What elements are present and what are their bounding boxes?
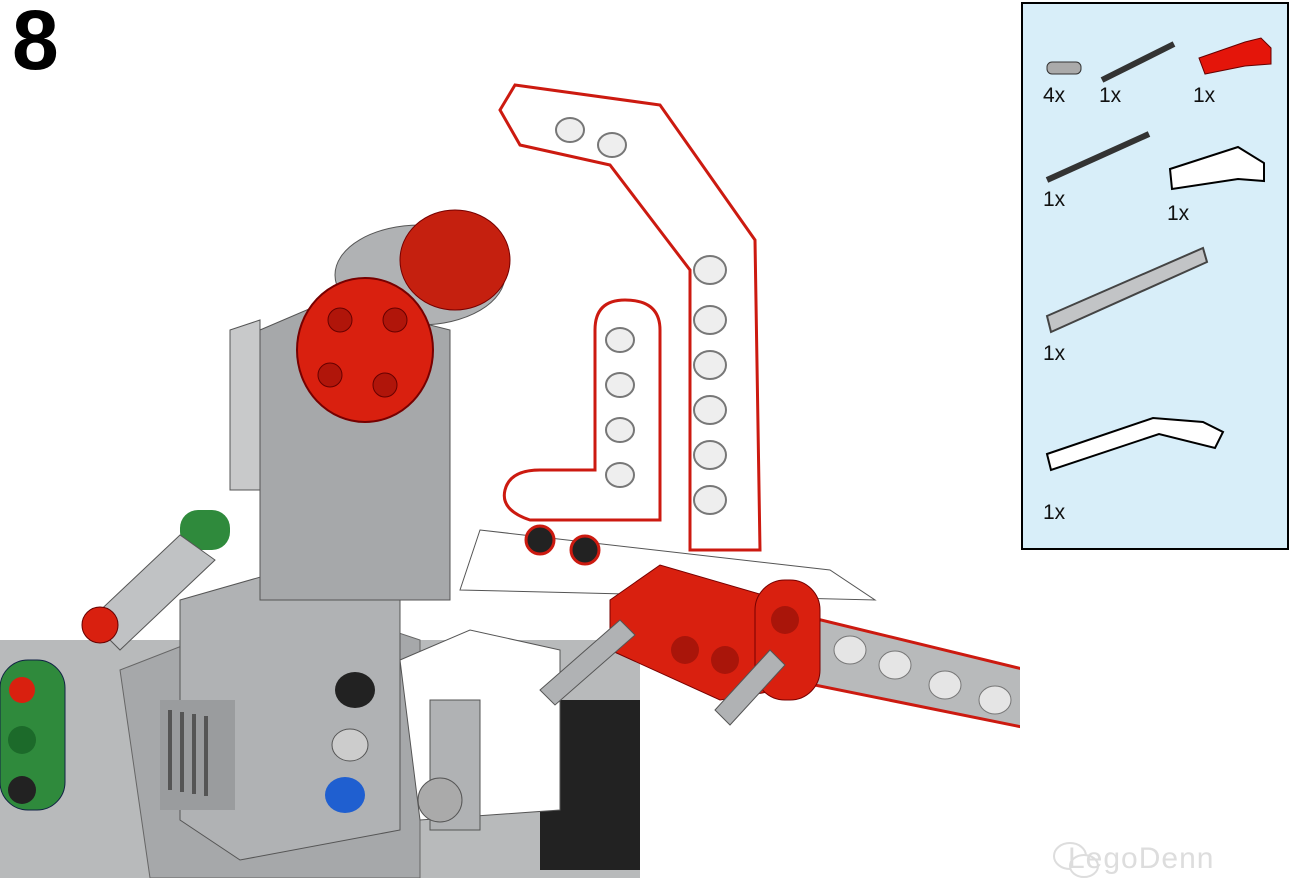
straight-beam-icon xyxy=(1045,246,1209,334)
quantity-label: 1x xyxy=(1043,501,1066,524)
watermark: LegoDenn xyxy=(1068,842,1215,875)
quantity-label: 1x xyxy=(1043,342,1066,365)
parts-list-panel: 4x 1x 1x 1x 1x 1x 1x xyxy=(1021,2,1289,550)
wechat-logo-icon xyxy=(1053,842,1099,878)
short-axle-icon xyxy=(1100,41,1176,83)
long-axle-icon xyxy=(1045,131,1151,183)
quantity-label: 4x xyxy=(1043,84,1066,107)
quantity-label: 1x xyxy=(1193,84,1216,107)
white-l-beam-icon xyxy=(1168,145,1265,191)
quantity-label: 1x xyxy=(1043,188,1066,211)
quantity-label: 1x xyxy=(1099,84,1122,107)
angled-beam-icon xyxy=(1045,416,1225,472)
white-l-beam xyxy=(498,83,762,552)
step-number: 8 xyxy=(12,0,59,87)
white-angled-beam xyxy=(502,298,662,522)
gray-beam xyxy=(459,524,1020,729)
red-connector xyxy=(539,564,821,726)
axle-pin-icon xyxy=(1046,61,1082,75)
model-base xyxy=(0,559,640,878)
motor xyxy=(229,209,511,601)
assembly-illustration xyxy=(0,83,1020,878)
quantity-label: 1x xyxy=(1167,202,1190,225)
green-beams xyxy=(0,510,230,811)
red-l-beam-icon xyxy=(1198,37,1272,75)
pins xyxy=(325,672,375,813)
